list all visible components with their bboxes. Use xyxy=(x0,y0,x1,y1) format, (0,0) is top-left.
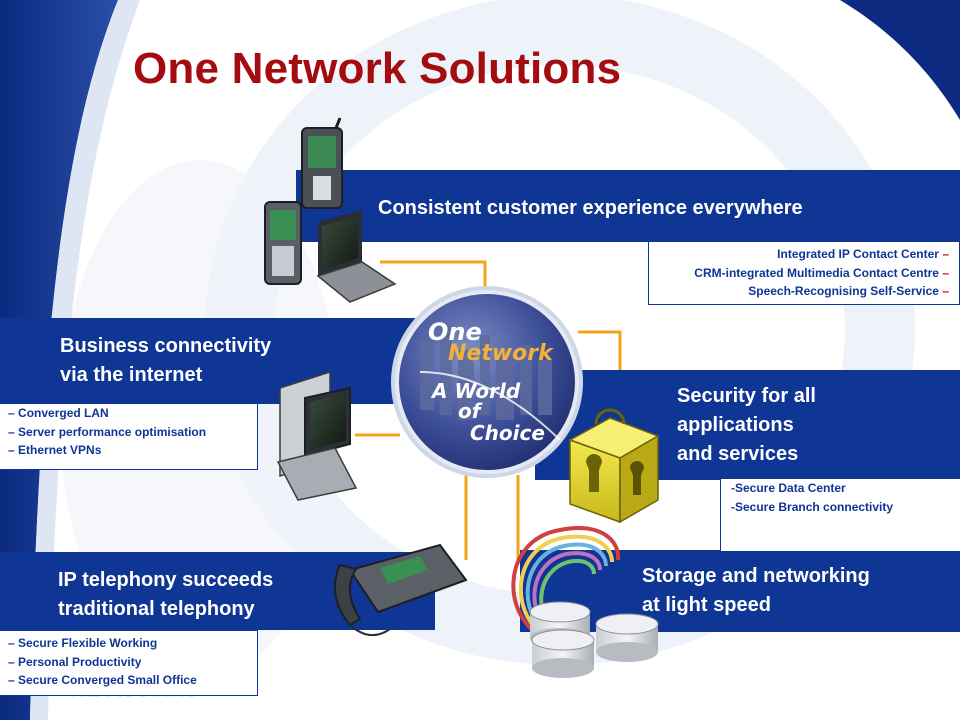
list-item: – Ethernet VPNs xyxy=(8,443,102,457)
globe-logo-network: Network xyxy=(448,341,554,366)
telephony-list: – Secure Flexible Working – Personal Pro… xyxy=(0,630,258,696)
globe-tagline-line1: A World xyxy=(430,379,521,403)
padlock-cube-icon xyxy=(568,408,660,524)
security-heading-line1: Security for all xyxy=(677,385,816,407)
top-right-corner xyxy=(840,0,960,120)
one-network-globe xyxy=(391,286,583,478)
business-list: – Converged LAN – Server performance opt… xyxy=(0,403,258,470)
telephony-band: IP telephony succeeds traditional teleph… xyxy=(0,552,435,630)
mobile-phone-icon xyxy=(301,117,343,209)
telephony-heading-line1: IP telephony succeeds xyxy=(58,569,274,591)
customer-heading: Consistent customer experience everywher… xyxy=(378,197,803,219)
connector-security xyxy=(578,330,622,370)
storage-heading-line1: Storage and networking xyxy=(642,565,870,587)
list-item: – Secure Flexible Working xyxy=(8,636,158,650)
ip-desk-phone-icon xyxy=(333,543,468,636)
list-item: – Secure Converged Small Office xyxy=(8,673,197,687)
globe-tagline-line2: of xyxy=(458,399,483,423)
storage-band: Storage and networking at light speed xyxy=(520,550,960,632)
globe-tagline-line3: Choice xyxy=(470,421,545,445)
storage-heading-line2: at light speed xyxy=(642,594,771,616)
globe-logo-one: One xyxy=(428,318,482,346)
list-item: -Secure Data Center xyxy=(731,481,846,495)
customer-band: Consistent customer experience everywher… xyxy=(296,170,960,242)
list-item: Integrated IP Contact Center – xyxy=(777,247,949,261)
business-heading-line1: Business connectivity xyxy=(60,335,272,357)
list-item: – Personal Productivity xyxy=(8,654,142,669)
list-item: Speech-Recognising Self-Service – xyxy=(748,284,949,298)
security-list: -Secure Data Center -Secure Branch conne… xyxy=(720,479,960,551)
security-heading-line3: and services xyxy=(677,443,799,465)
storage-disks-icon xyxy=(529,601,659,678)
telephony-heading-line2: traditional telephony xyxy=(58,598,255,620)
customer-list: Integrated IP Contact Center – CRM-integ… xyxy=(648,241,960,305)
business-heading-line2: via the internet xyxy=(60,364,203,386)
list-item: -Secure Branch connectivity xyxy=(731,499,894,514)
laptop-icon xyxy=(316,210,397,303)
smartphone-icon xyxy=(264,201,302,285)
security-heading-line2: applications xyxy=(677,414,794,436)
list-item: CRM-integrated Multimedia Contact Centre… xyxy=(694,265,949,280)
desktop-computer-icon xyxy=(276,370,358,501)
left-border-swoosh xyxy=(0,0,118,720)
slide-title: One Network Solutions xyxy=(133,44,622,93)
list-item: – Converged LAN xyxy=(8,406,109,420)
list-item: – Server performance optimisation xyxy=(8,424,207,439)
